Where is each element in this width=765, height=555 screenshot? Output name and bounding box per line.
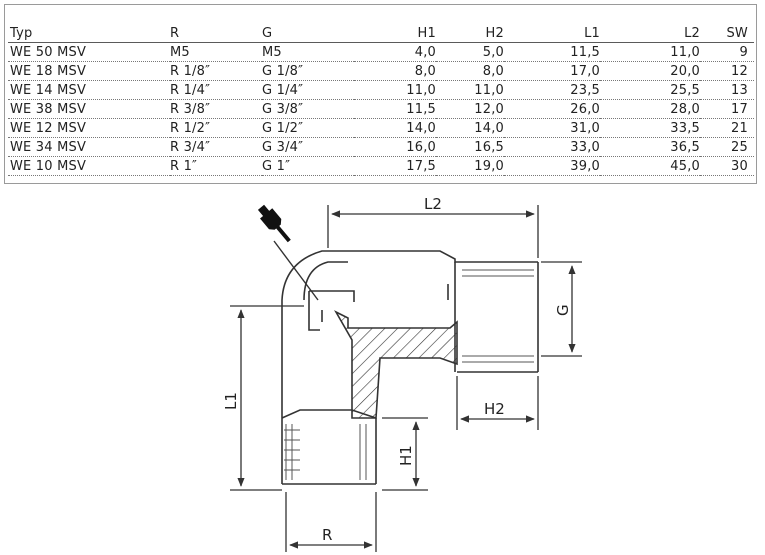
- cell-typ: WE 34 MSV: [8, 137, 170, 157]
- cell-r: R 3/4″: [170, 137, 262, 157]
- cell-typ: WE 14 MSV: [8, 80, 170, 100]
- cell-l2: 28,0: [600, 99, 700, 119]
- cell-r: R 1/8″: [170, 61, 262, 81]
- cell-g: G 1/2″: [262, 118, 354, 138]
- header-typ: Typ: [8, 24, 170, 43]
- bottom-thread-ribs: [284, 424, 367, 480]
- header-l1: L1: [504, 24, 600, 43]
- cell-h1: 16,0: [354, 137, 436, 157]
- header-h1: H1: [354, 24, 436, 43]
- cell-sw: 25: [700, 137, 754, 157]
- cell-l1: 33,0: [504, 137, 600, 157]
- cell-h2: 14,0: [436, 118, 504, 138]
- wrench-icon: [257, 204, 291, 243]
- cell-l1: 26,0: [504, 99, 600, 119]
- cell-h2: 19,0: [436, 156, 504, 176]
- cell-r: M5: [170, 42, 262, 62]
- header-g: G: [262, 24, 354, 43]
- cell-l2: 36,5: [600, 137, 700, 157]
- wrench-leader: [273, 240, 319, 301]
- cell-l1: 31,0: [504, 118, 600, 138]
- cell-l1: 11,5: [504, 42, 600, 62]
- header-sw: SW: [700, 24, 754, 43]
- cell-sw: 9: [700, 42, 754, 62]
- cell-l1: 17,0: [504, 61, 600, 81]
- cell-h2: 12,0: [436, 99, 504, 119]
- right-thread-ribs: [462, 269, 534, 363]
- cell-h2: 16,5: [436, 137, 504, 157]
- cell-sw: 13: [700, 80, 754, 100]
- dim-label-h2: H2: [484, 400, 505, 418]
- cell-sw: 30: [700, 156, 754, 176]
- dim-label-g: G: [554, 304, 572, 316]
- cell-h2: 11,0: [436, 80, 504, 100]
- header-h2: H2: [436, 24, 504, 43]
- cell-r: R 1/4″: [170, 80, 262, 100]
- cell-h1: 11,5: [354, 99, 436, 119]
- dim-label-l1: L1: [222, 392, 240, 410]
- cell-typ: WE 18 MSV: [8, 61, 170, 81]
- cell-sw: 21: [700, 118, 754, 138]
- cell-l2: 45,0: [600, 156, 700, 176]
- hatched-section: [333, 310, 458, 419]
- header-l2: L2: [600, 24, 700, 43]
- cell-typ: WE 50 MSV: [8, 42, 170, 62]
- cell-l2: 25,5: [600, 80, 700, 100]
- table-header-row: Typ R G H1 H2 L1 L2 SW: [8, 24, 754, 43]
- cell-g: G 3/8″: [262, 99, 354, 119]
- cell-r: R 1″: [170, 156, 262, 176]
- cell-g: M5: [262, 42, 354, 62]
- cell-l1: 39,0: [504, 156, 600, 176]
- dimension-lines: [230, 205, 582, 552]
- cell-h1: 14,0: [354, 118, 436, 138]
- cell-l1: 23,5: [504, 80, 600, 100]
- cell-typ: WE 12 MSV: [8, 118, 170, 138]
- cell-typ: WE 38 MSV: [8, 99, 170, 119]
- fitting-outline: [281, 250, 539, 485]
- cell-l2: 33,5: [600, 118, 700, 138]
- cell-l2: 20,0: [600, 61, 700, 81]
- cell-r: R 1/2″: [170, 118, 262, 138]
- cell-h1: 8,0: [354, 61, 436, 81]
- dim-label-h1: H1: [397, 445, 415, 466]
- cell-sw: 12: [700, 61, 754, 81]
- cell-r: R 3/8″: [170, 99, 262, 119]
- cell-sw: 17: [700, 99, 754, 119]
- cell-h1: 11,0: [354, 80, 436, 100]
- cell-typ: WE 10 MSV: [8, 156, 170, 176]
- header-r: R: [170, 24, 262, 43]
- cell-g: G 1/4″: [262, 80, 354, 100]
- cell-g: G 1/8″: [262, 61, 354, 81]
- cell-h1: 17,5: [354, 156, 436, 176]
- cell-h1: 4,0: [354, 42, 436, 62]
- dim-label-l2: L2: [424, 195, 442, 213]
- cell-l2: 11,0: [600, 42, 700, 62]
- cell-g: G 1″: [262, 156, 354, 176]
- cell-h2: 5,0: [436, 42, 504, 62]
- cell-g: G 3/4″: [262, 137, 354, 157]
- dim-label-r: R: [322, 526, 332, 544]
- cell-h2: 8,0: [436, 61, 504, 81]
